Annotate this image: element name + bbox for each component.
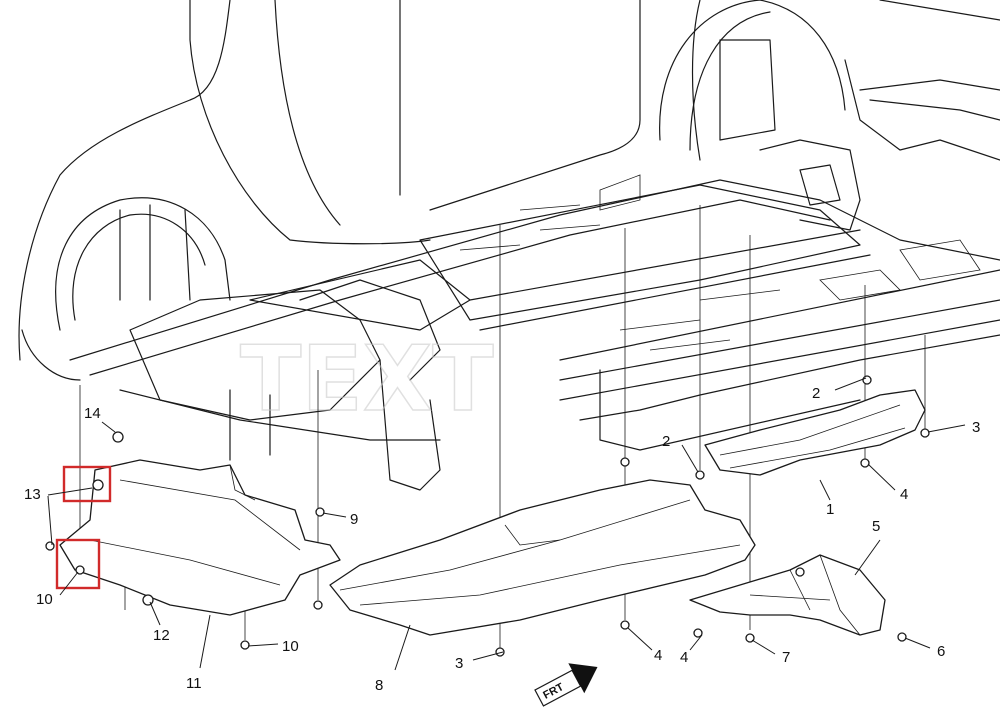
fastener-3-bottom <box>495 647 505 657</box>
fastener-4-bottom <box>620 620 630 630</box>
callout-14: 14 <box>84 405 101 422</box>
callout-10-left: 10 <box>36 591 53 608</box>
fastener-10-bottom <box>240 640 250 650</box>
front-direction-indicator: FRT <box>534 663 598 707</box>
callout-10-bottom: 10 <box>282 638 299 655</box>
fasteners <box>45 375 930 657</box>
vehicle-body-outline <box>18 0 1000 381</box>
fastener-9 <box>315 507 325 517</box>
callout-4-low: 4 <box>680 649 688 666</box>
fastener-4-low <box>693 628 703 638</box>
highlight-box-10 <box>55 538 101 590</box>
rear-wheel-well <box>55 197 231 331</box>
fastener-4-right <box>860 458 870 468</box>
callout-labels: 1 2 2 3 3 4 4 4 5 6 7 8 9 10 10 11 12 13… <box>24 385 980 694</box>
fastener-5-clip <box>795 567 805 577</box>
shield-1-front <box>704 389 926 476</box>
front-wheel-well <box>659 0 1000 161</box>
callout-2-right: 2 <box>812 385 820 402</box>
callout-6: 6 <box>937 643 945 660</box>
callout-2-front: 2 <box>662 433 670 450</box>
underbody-frame <box>69 79 1000 491</box>
callout-3-bottom: 3 <box>455 655 463 672</box>
callout-8: 8 <box>375 677 383 694</box>
fastener-14 <box>112 431 124 443</box>
fastener-3-right <box>920 428 930 438</box>
shield-5-side <box>689 554 886 636</box>
fastener-10-right <box>313 600 323 610</box>
fastener-2-mid <box>620 457 630 467</box>
callout-12: 12 <box>153 627 170 644</box>
callout-4-bottom: 4 <box>654 647 662 664</box>
highlight-box-13 <box>62 465 112 503</box>
fastener-2-right <box>862 375 872 385</box>
shield-8-center <box>329 479 756 636</box>
watermark: TEXT <box>240 327 494 432</box>
callout-11: 11 <box>186 675 202 692</box>
callout-lines <box>47 377 966 671</box>
fastener-2-front <box>695 470 705 480</box>
callout-13: 13 <box>24 486 41 503</box>
callout-9: 9 <box>350 511 358 528</box>
fastener-6 <box>897 632 907 642</box>
shield-11-rear <box>59 459 341 616</box>
callout-7: 7 <box>782 649 790 666</box>
callout-5: 5 <box>872 518 880 535</box>
fastener-12 <box>142 594 154 606</box>
fastener-13-clip <box>45 541 55 551</box>
fastener-13 <box>92 479 104 491</box>
front-arrow-icon <box>568 663 598 694</box>
callout-3-right: 3 <box>972 419 980 436</box>
callout-4-right: 4 <box>900 486 908 503</box>
callout-1: 1 <box>826 501 834 518</box>
